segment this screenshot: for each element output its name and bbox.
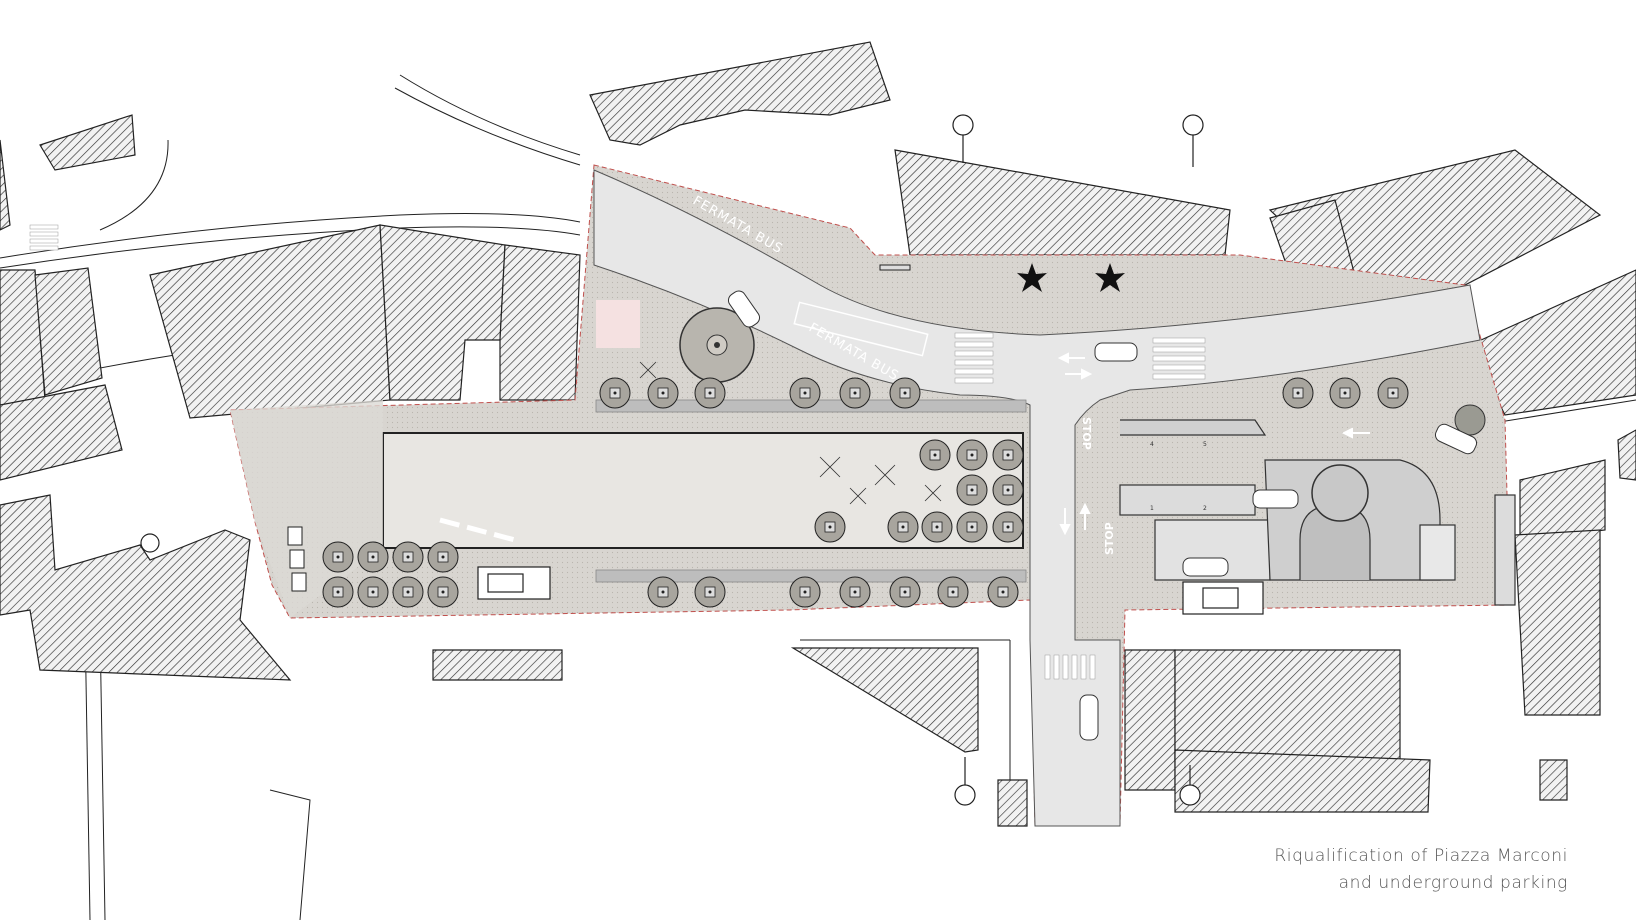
central-plaza (230, 399, 1027, 618)
roads (593, 169, 1481, 827)
tree-icon (987, 576, 1019, 608)
caption-line-1: Riqualification of Piazza Marconi (1274, 846, 1568, 866)
tree-icon (839, 576, 871, 608)
tree-icon (992, 474, 1024, 506)
tree-icon (392, 541, 424, 573)
section-marker-icon (140, 533, 160, 553)
caption: Riqualification of Piazza Marconi and un… (1274, 843, 1568, 897)
tree-icon (992, 511, 1024, 543)
arrow-icon (1057, 352, 1085, 364)
road-arrows (1057, 352, 1370, 536)
section-marker-icon (952, 114, 974, 163)
parking-access (1119, 419, 1516, 606)
caption-line-2: and underground parking (1338, 873, 1568, 893)
car-icon (1252, 489, 1299, 509)
parking-number-4: 4 (1150, 441, 1154, 448)
tree-icon (889, 377, 921, 409)
tree-icon (992, 439, 1024, 471)
buildings (0, 41, 1636, 827)
tree-icon (694, 377, 726, 409)
tree-icon (1377, 377, 1409, 409)
bench-icon (287, 526, 303, 546)
bench-icon (289, 549, 305, 569)
tree-icon (694, 576, 726, 608)
tree-icon (392, 576, 424, 608)
car-icon (1182, 557, 1229, 577)
stair-icon (1182, 581, 1264, 615)
stop-label-2: STOP (1103, 522, 1116, 555)
arrow-icon (1341, 427, 1370, 439)
tree-icon (814, 511, 846, 543)
car-icon (1434, 423, 1478, 455)
car-icon (727, 290, 761, 328)
benches (287, 264, 911, 592)
bench-icon (291, 572, 307, 592)
palm-icon (1095, 263, 1125, 292)
tree-icon (789, 576, 821, 608)
tree-icon (887, 511, 919, 543)
arrow-icon (1079, 502, 1091, 530)
tree-icon (357, 541, 389, 573)
tree-icon (889, 576, 921, 608)
tree-icon (919, 439, 951, 471)
palms (1017, 263, 1125, 292)
tree-icon (427, 541, 459, 573)
tree-icon (789, 377, 821, 409)
arrow-icon (1065, 368, 1093, 380)
stop-label-1: STOP (1080, 417, 1093, 450)
tree-icon (956, 439, 988, 471)
crosswalks (29, 224, 1206, 680)
tree-icon (322, 541, 354, 573)
tree-icon (357, 576, 389, 608)
trees (322, 377, 1409, 608)
tree-icon (921, 511, 953, 543)
tree-icon (956, 511, 988, 543)
tree-icon (599, 377, 631, 409)
section-marker-icon (954, 757, 976, 806)
arrow-icon (1059, 508, 1071, 536)
parking-number-2: 2 (1203, 505, 1207, 512)
car-icon (1094, 342, 1138, 362)
cars (727, 290, 1478, 741)
palm-icon (1017, 263, 1047, 292)
tree-icon (427, 576, 459, 608)
tree-icon (839, 377, 871, 409)
tree-icon (647, 576, 679, 608)
parking-number-1: 1 (1150, 505, 1154, 512)
round-kiosk (1311, 404, 1486, 522)
fountain (679, 307, 755, 383)
stairs (477, 566, 1264, 615)
pink-square (596, 300, 640, 348)
section-marker-icon (1179, 765, 1201, 806)
tree-icon (1282, 377, 1314, 409)
tree-icon (647, 377, 679, 409)
parking-number-5: 5 (1203, 441, 1207, 448)
section-markers (140, 114, 1204, 806)
tree-icon (322, 576, 354, 608)
car-icon (1079, 694, 1099, 741)
tree-icon (1329, 377, 1361, 409)
tree-icon (937, 576, 969, 608)
stair-icon (477, 566, 551, 600)
tree-icon (956, 474, 988, 506)
plaza-furniture (639, 361, 942, 505)
section-marker-icon (1182, 114, 1204, 167)
